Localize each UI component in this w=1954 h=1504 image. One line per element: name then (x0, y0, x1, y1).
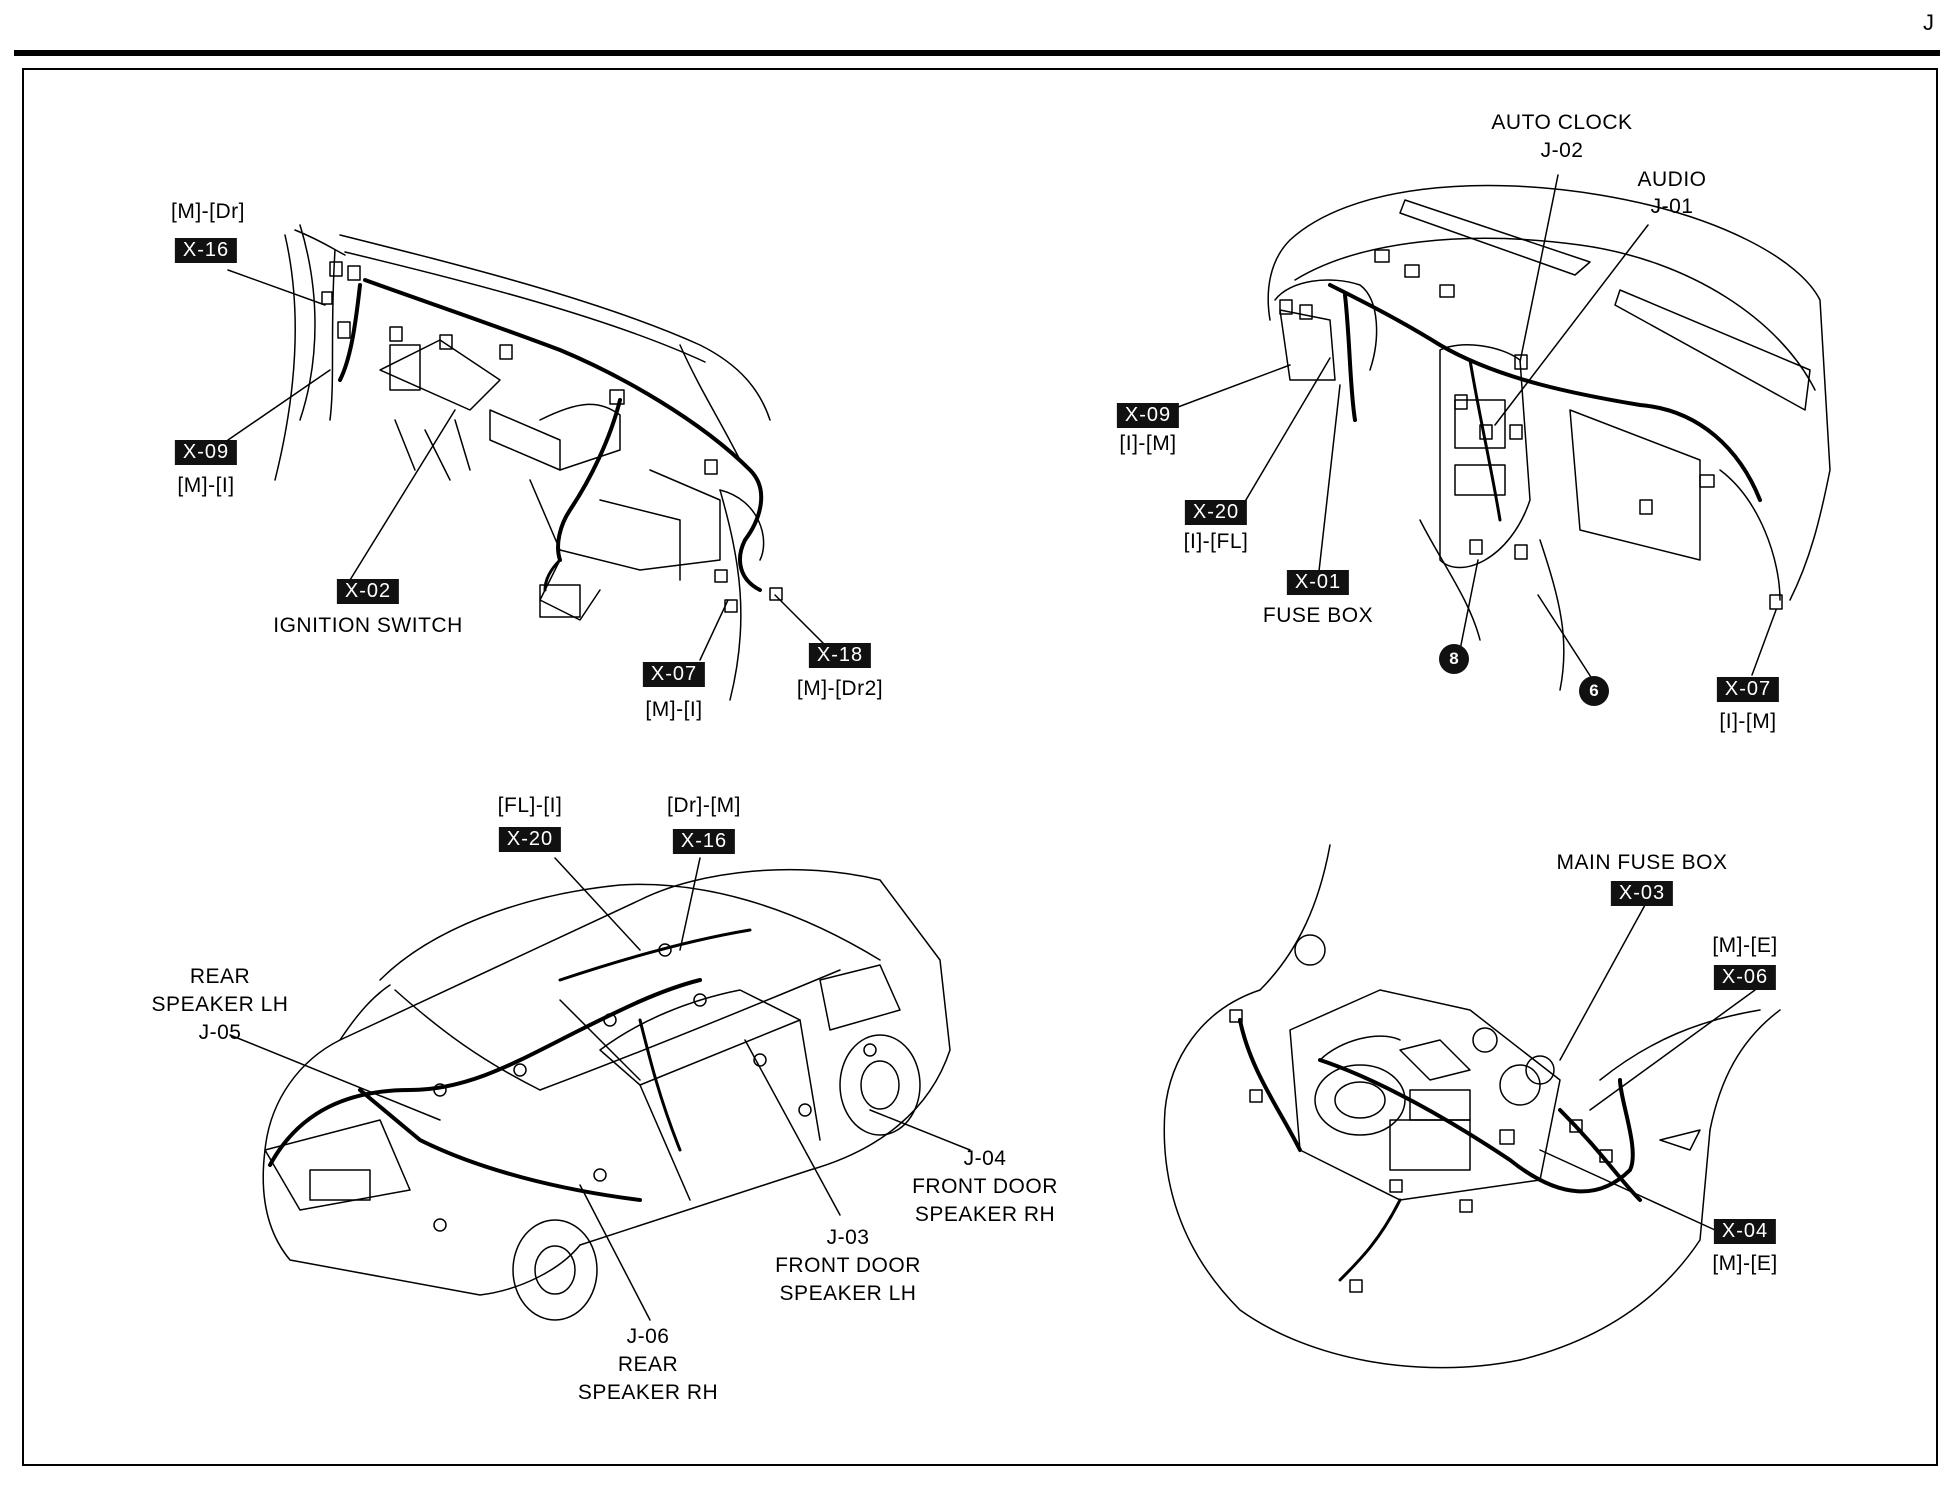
x16-position-label: [M]-[Dr] (171, 200, 245, 223)
auto-clock-label: AUTO CLOCK (1491, 111, 1633, 134)
diagram-frame (22, 68, 1938, 1466)
front-door-speaker-lh-line2: SPEAKER LH (779, 1282, 917, 1305)
x20-body-connector-tag: X-20 (498, 827, 562, 852)
front-door-speaker-lh-line1: FRONT DOOR (775, 1254, 921, 1277)
rear-speaker-lh-line2: SPEAKER LH (151, 993, 289, 1016)
x06-connector-tag: X-06 (1713, 965, 1777, 990)
x16-connector-tag: X-16 (174, 238, 238, 263)
rear-speaker-rh-line1: REAR (617, 1353, 679, 1376)
rear-speaker-rh-line2: SPEAKER RH (577, 1381, 719, 1404)
x04-connector-tag: X-04 (1713, 1219, 1777, 1244)
front-door-speaker-lh-code: J-03 (826, 1226, 870, 1249)
x20-body-position-label: [FL]-[I] (497, 794, 563, 817)
x07-position-label: [M]-[I] (645, 698, 703, 721)
auto-clock-code: J-02 (1540, 139, 1584, 162)
front-door-speaker-rh-code: J-04 (963, 1147, 1007, 1170)
x18-connector-tag: X-18 (808, 643, 872, 668)
x07-right-position-label: [I]-[M] (1719, 710, 1777, 733)
front-door-speaker-rh-line1: FRONT DOOR (912, 1175, 1058, 1198)
rear-speaker-rh-code: J-06 (626, 1325, 670, 1348)
x09-connector-tag: X-09 (174, 440, 238, 465)
x20-right-connector-tag: X-20 (1184, 500, 1248, 525)
x16-body-position-label: [Dr]-[M] (667, 794, 741, 817)
x02-connector-tag: X-02 (336, 579, 400, 604)
x01-connector-tag: X-01 (1286, 570, 1350, 595)
audio-label: AUDIO (1637, 168, 1707, 191)
header-rule (14, 50, 1940, 56)
x07-connector-tag: X-07 (642, 662, 706, 687)
x16-body-connector-tag: X-16 (672, 829, 736, 854)
x18-position-label: [M]-[Dr2] (796, 677, 884, 700)
ground-point-6: 6 (1579, 676, 1609, 706)
rear-speaker-lh-code: J-05 (198, 1021, 242, 1044)
engine-bay-illustration (1164, 845, 1780, 1368)
x09-right-position-label: [I]-[M] (1119, 432, 1177, 455)
ignition-switch-label: IGNITION SWITCH (273, 614, 463, 637)
fuse-box-label: FUSE BOX (1262, 604, 1374, 627)
front-door-speaker-rh-line2: SPEAKER RH (914, 1203, 1056, 1226)
x04-position-label: [M]-[E] (1712, 1252, 1778, 1275)
car-body-illustration (230, 858, 970, 1320)
x20-right-position-label: [I]-[FL] (1183, 530, 1249, 553)
ground-point-8: 8 (1439, 644, 1469, 674)
page-section-letter: J (1923, 10, 1934, 35)
x07-right-connector-tag: X-07 (1716, 677, 1780, 702)
x06-position-label: [M]-[E] (1712, 934, 1778, 957)
dashboard-right-illustration (1170, 175, 1830, 690)
main-fuse-box-label: MAIN FUSE BOX (1556, 851, 1728, 874)
x09-position-label: [M]-[I] (177, 474, 235, 497)
x03-connector-tag: X-03 (1610, 881, 1674, 906)
rear-speaker-lh-line1: REAR (189, 965, 251, 988)
audio-code: J-01 (1650, 195, 1694, 218)
x09-right-connector-tag: X-09 (1116, 403, 1180, 428)
